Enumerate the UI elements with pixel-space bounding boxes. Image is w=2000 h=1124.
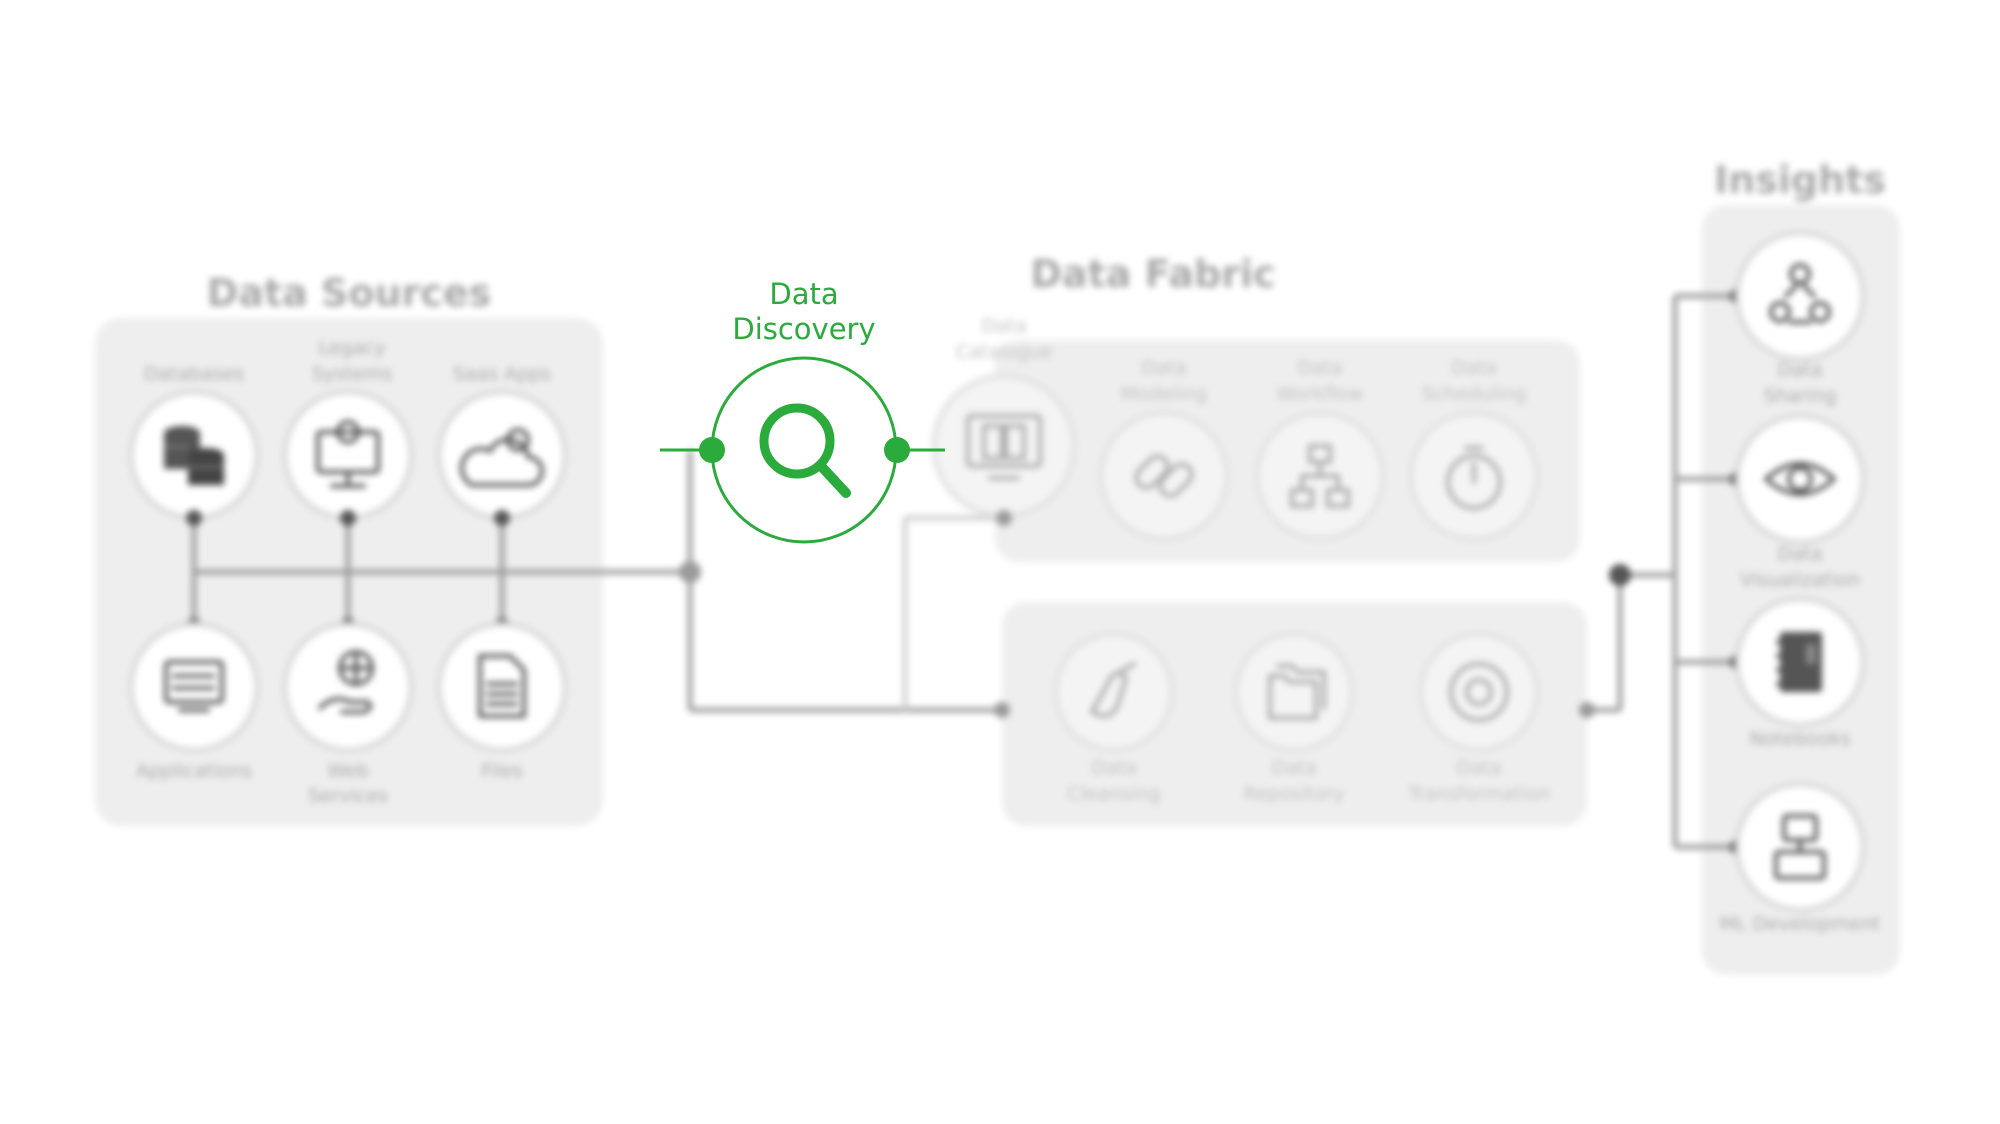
stopwatch-icon: [1446, 446, 1502, 510]
label-visualization-2: Visualization: [1740, 569, 1860, 591]
label-ml: ML Development: [1720, 913, 1881, 935]
focus-ring: [710, 356, 898, 544]
label-legacy-1: Legacy: [318, 337, 385, 359]
label-cleansing-2: Cleansing: [1067, 783, 1160, 805]
people-share-icon: [1769, 263, 1831, 324]
label-transformation-1: Data: [1456, 757, 1501, 779]
node-applications: Applications: [128, 618, 260, 782]
node-data-catalogue: Data Catalogue: [931, 315, 1077, 526]
label-notebooks: Notebooks: [1749, 728, 1850, 750]
blurred-background: Data Sources Data Fabric Insights: [95, 158, 1900, 975]
robot-icon: [1774, 814, 1826, 880]
focus-title-line1: Data: [769, 277, 838, 311]
label-sharing-2: Sharing: [1764, 385, 1837, 407]
file-icon: [478, 654, 526, 718]
app-grid-icon: [164, 660, 224, 712]
node-databases: Databases: [128, 363, 260, 526]
label-sharing-1: Data: [1777, 359, 1822, 381]
workflow-icon: [1290, 444, 1350, 508]
label-cleansing-1: Data: [1091, 757, 1136, 779]
label-scheduling-1: Data: [1451, 357, 1496, 379]
cloud-gear-icon: [459, 428, 544, 487]
node-ml-development: ML Development: [1720, 781, 1881, 935]
magnifier-icon: [759, 403, 851, 498]
label-modeling-2: Modeling: [1121, 383, 1207, 405]
label-databases: Databases: [144, 363, 245, 385]
focus-dot-left: [699, 437, 725, 463]
label-transformation-2: Transformation: [1407, 783, 1551, 805]
transform-gear-icon: [1449, 662, 1509, 722]
label-web-1: Web: [327, 760, 368, 782]
link-icon: [1134, 454, 1194, 498]
node-data-cleansing: Data Cleansing: [1053, 631, 1175, 805]
data-sources-title: Data Sources: [207, 271, 491, 315]
insights-junction: [1609, 564, 1631, 586]
folders-icon: [1268, 664, 1326, 720]
insights-title: Insights: [1714, 158, 1886, 202]
node-data-modeling: Data Modeling: [1098, 357, 1230, 542]
node-data-scheduling: Data Scheduling: [1408, 357, 1540, 542]
label-visualization-1: Data: [1777, 543, 1822, 565]
label-files: Files: [481, 760, 523, 782]
label-scheduling-2: Scheduling: [1421, 383, 1526, 405]
label-catalogue-2: Catalogue: [956, 341, 1053, 363]
label-repository-2: Repository: [1243, 783, 1344, 805]
label-workflow-2: Workflow: [1276, 383, 1363, 405]
node-data-transformation: Data Transformation: [1407, 631, 1551, 805]
node-web-services: Web Services: [282, 618, 414, 807]
label-applications: Applications: [136, 760, 252, 782]
node-notebooks: Notebooks: [1730, 596, 1866, 750]
node-files: Files: [436, 618, 568, 782]
node-data-repository: Data Repository: [1233, 631, 1355, 805]
label-legacy-2: Systems: [312, 363, 393, 385]
monitor-gear-icon: [316, 420, 380, 488]
label-repository-1: Data: [1271, 757, 1316, 779]
node-data-sharing: Data Sharing: [1730, 230, 1866, 407]
data-fabric-title: Data Fabric: [1030, 252, 1275, 296]
cleansing-hand-icon: [1090, 662, 1136, 718]
node-data-visualization: Data Visualization: [1730, 413, 1866, 591]
eye-icon: [1764, 462, 1836, 496]
node-saas-apps: Saas Apps: [436, 363, 568, 526]
insights-panel: [1702, 205, 1900, 975]
database-icon: [164, 426, 224, 485]
node-legacy-systems: Legacy Systems: [282, 337, 414, 526]
label-catalogue-1: Data: [981, 315, 1026, 337]
book-monitor-icon: [966, 414, 1042, 480]
fabric-bottom-exit-dot: [1579, 702, 1595, 718]
focus-title-line2: Discovery: [732, 312, 875, 346]
label-modeling-1: Data: [1141, 357, 1186, 379]
fabric-bottom-entry-dot: [994, 702, 1010, 718]
data-discovery-focus: Data Discovery: [660, 277, 945, 544]
label-workflow-1: Data: [1297, 357, 1342, 379]
focus-dot-right: [884, 437, 910, 463]
label-saas: Saas Apps: [453, 363, 551, 385]
bus-junction: [679, 561, 701, 583]
notebook-icon: [1776, 632, 1822, 692]
globe-hand-icon: [318, 650, 374, 714]
label-web-2: Services: [308, 785, 388, 807]
node-data-workflow: Data Workflow: [1254, 357, 1386, 542]
